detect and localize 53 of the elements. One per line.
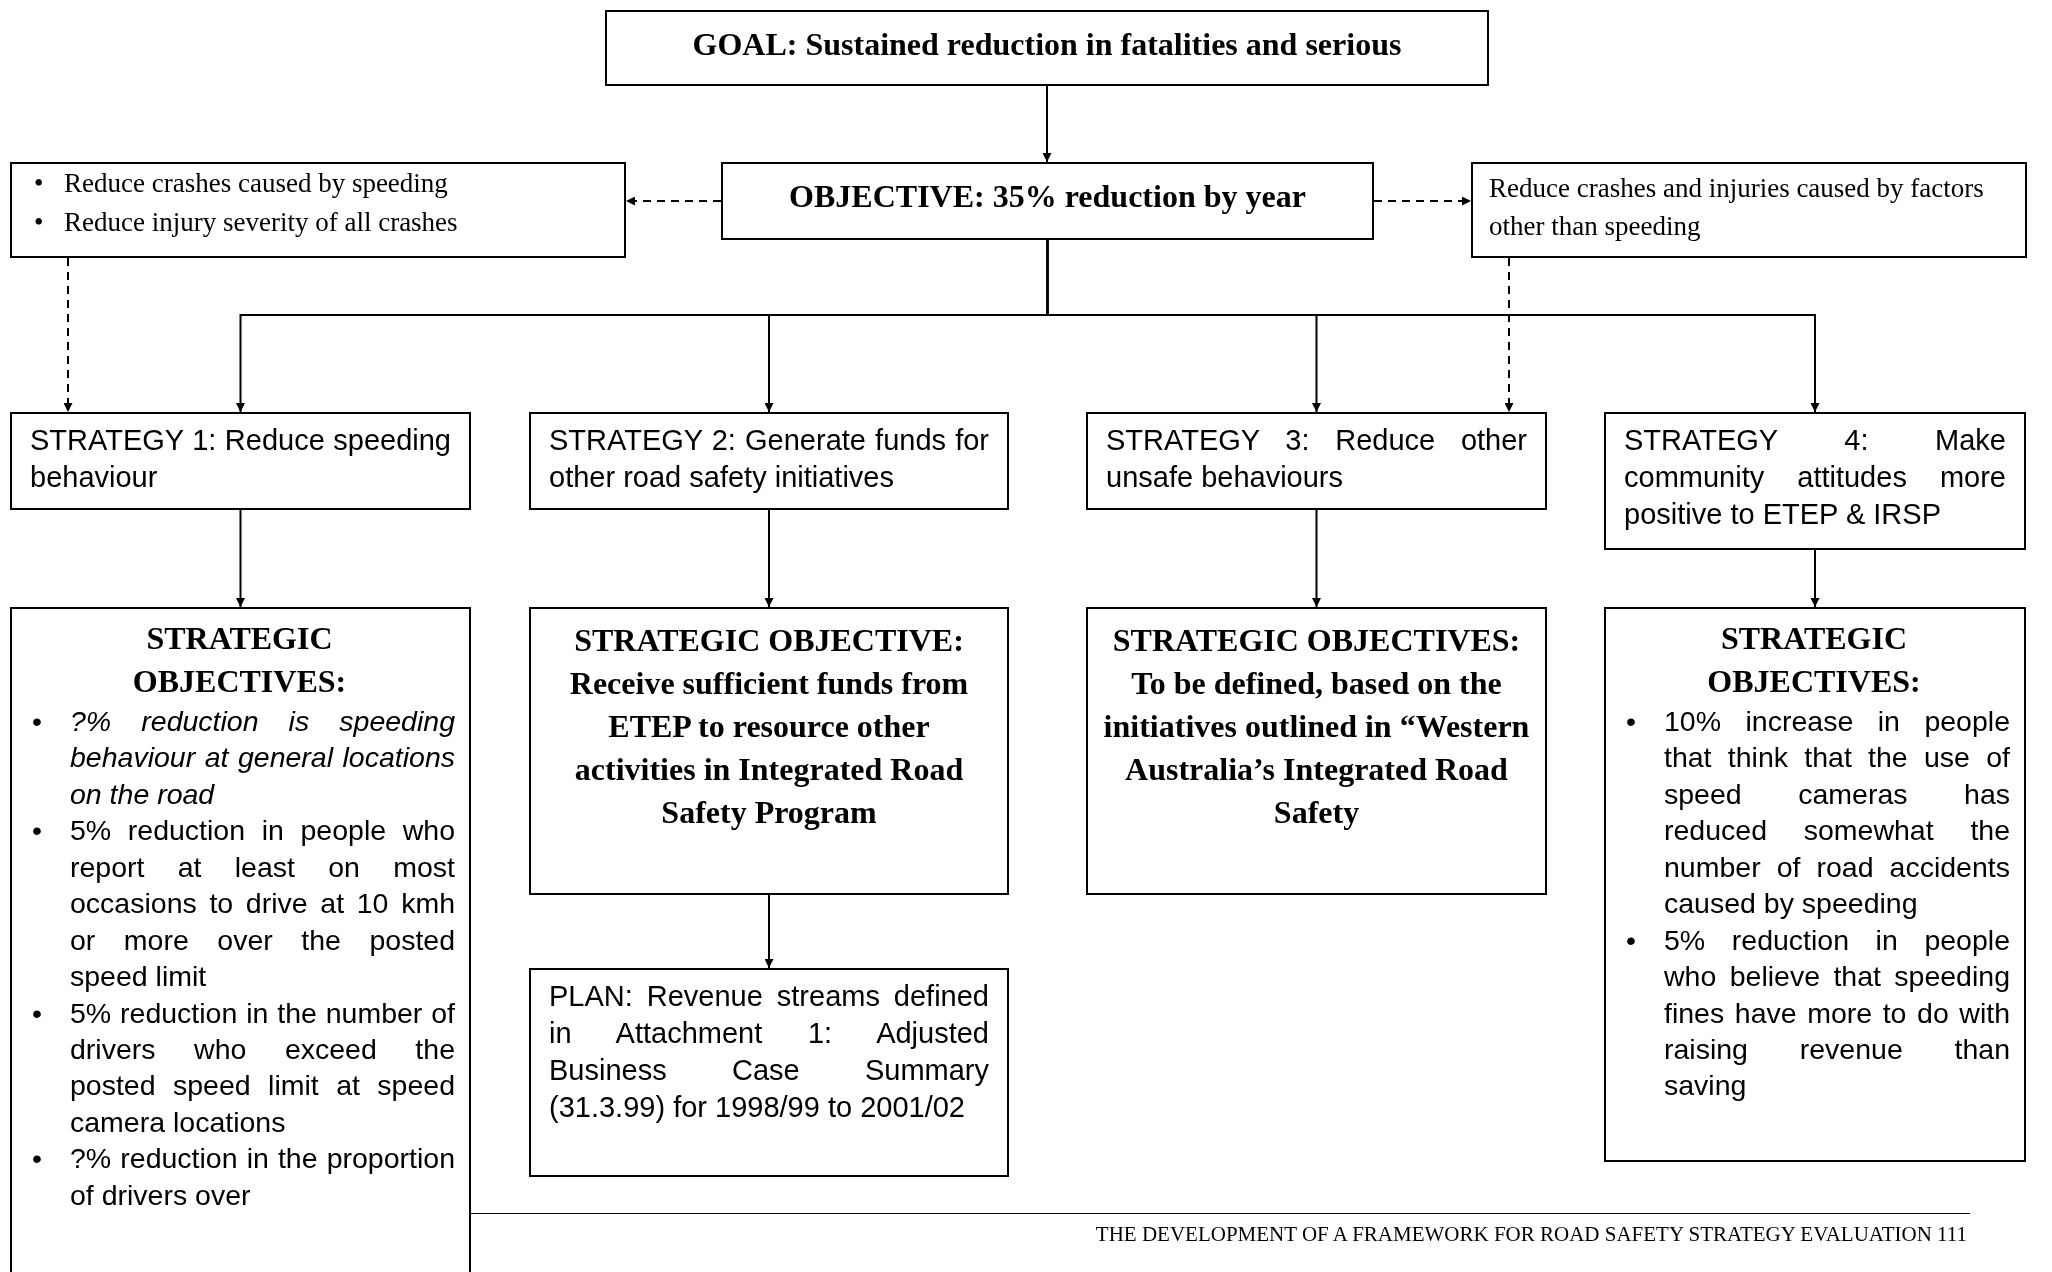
arrow <box>1042 85 1052 163</box>
bullet-mark: • <box>31 1141 43 1177</box>
text-box <box>529 412 1009 510</box>
box-text: STRATEGY 2: Generate funds for other road safety initiatives <box>549 423 989 496</box>
bullet-mark: • <box>31 813 43 849</box>
bullet-text: 5% reduction in people who believe that speeding fines have more to do with raising revenue than saving <box>1664 922 2010 1104</box>
bullet-text: ?% reduction in the proportion of drivers over <box>70 1141 455 1213</box>
bullet-mark: • <box>1625 922 1637 958</box>
text-box <box>1604 607 2026 1162</box>
text-box <box>1086 412 1547 510</box>
text-box <box>1604 412 2026 550</box>
box-text: PLAN: Revenue streams defined in Attachment 1: Adjusted Business Case Summary (31.3.99) for 1998/99 to 2001/02 <box>549 979 989 1126</box>
text-box <box>529 607 1009 895</box>
bullet-mark: • <box>31 995 43 1031</box>
text-box <box>721 162 1374 240</box>
arrow <box>1504 257 1514 413</box>
arrow <box>236 509 245 608</box>
arrow <box>625 196 722 206</box>
bullet-text: 10% increase in people that think that the use of speed cameras has reduced somewhat the number of road accidents caused by speeding <box>1664 703 2010 922</box>
text-box <box>1086 607 1547 895</box>
bullet-text: Reduce crashes caused by speeding <box>64 167 449 200</box>
bullet-mark: • <box>1625 703 1637 739</box>
box-heading: STRATEGIC OBJECTIVES: To be defined, based on the initiatives outlined in “Western Australia’s Integrated Road Safety <box>1102 621 1531 832</box>
text-box <box>10 607 471 1272</box>
bullet-text: Reduce injury severity of all crashes <box>64 206 459 240</box>
bullet-mark: • <box>33 206 45 240</box>
text-box <box>10 162 626 258</box>
box-text: Reduce crashes and injuries caused by factors other than speeding <box>1489 172 1985 243</box>
bullet-mark: • <box>31 703 43 739</box>
box-title: OBJECTIVE: 35% reduction by year <box>788 177 1307 216</box>
text-box <box>1471 162 2027 258</box>
arrow <box>1046 239 1820 413</box>
text-box <box>529 968 1009 1177</box>
arrow <box>1810 549 1820 608</box>
arrow <box>764 509 774 608</box>
box-heading: STRATEGIC OBJECTIVE: Receive sufficient funds from ETEP to resource other activities in Integrated Road Safety Program <box>568 621 970 832</box>
page-footer: THE DEVELOPMENT OF A FRAMEWORK FOR ROAD SAFETY STRATEGY EVALUATION 111 <box>1095 1222 1967 1247</box>
box-text: STRATEGY 4: Make community attitudes more positive to ETEP & IRSP <box>1624 423 2006 533</box>
box-text: STRATEGY 1: Reduce speeding behaviour <box>30 423 451 496</box>
box-title: GOAL: Sustained reduction in fatalities and serious <box>691 25 1403 64</box>
bullet-text: 5% reduction in the number of drivers who exceed the posted speed limit at speed camera locations <box>70 995 455 1140</box>
bullet-text: 5% reduction in people who report at least on most occasions to drive at 10 kmh or more over the posted speed limit <box>70 813 455 995</box>
box-heading: STRATEGIC OBJECTIVES: <box>131 619 348 701</box>
text-box <box>605 10 1489 86</box>
bullet-mark: • <box>33 167 45 200</box>
text-box <box>10 412 471 510</box>
box-heading: STRATEGIC OBJECTIVES: <box>1706 619 1922 701</box>
bullet-text: ?% reduction is speeding behaviour at general locations on the road <box>70 703 455 812</box>
arrow <box>63 257 73 413</box>
arrow <box>1312 509 1321 608</box>
box-text: STRATEGY 3: Reduce other unsafe behaviours <box>1106 423 1527 496</box>
arrow <box>764 894 774 969</box>
arrow <box>1373 196 1472 206</box>
